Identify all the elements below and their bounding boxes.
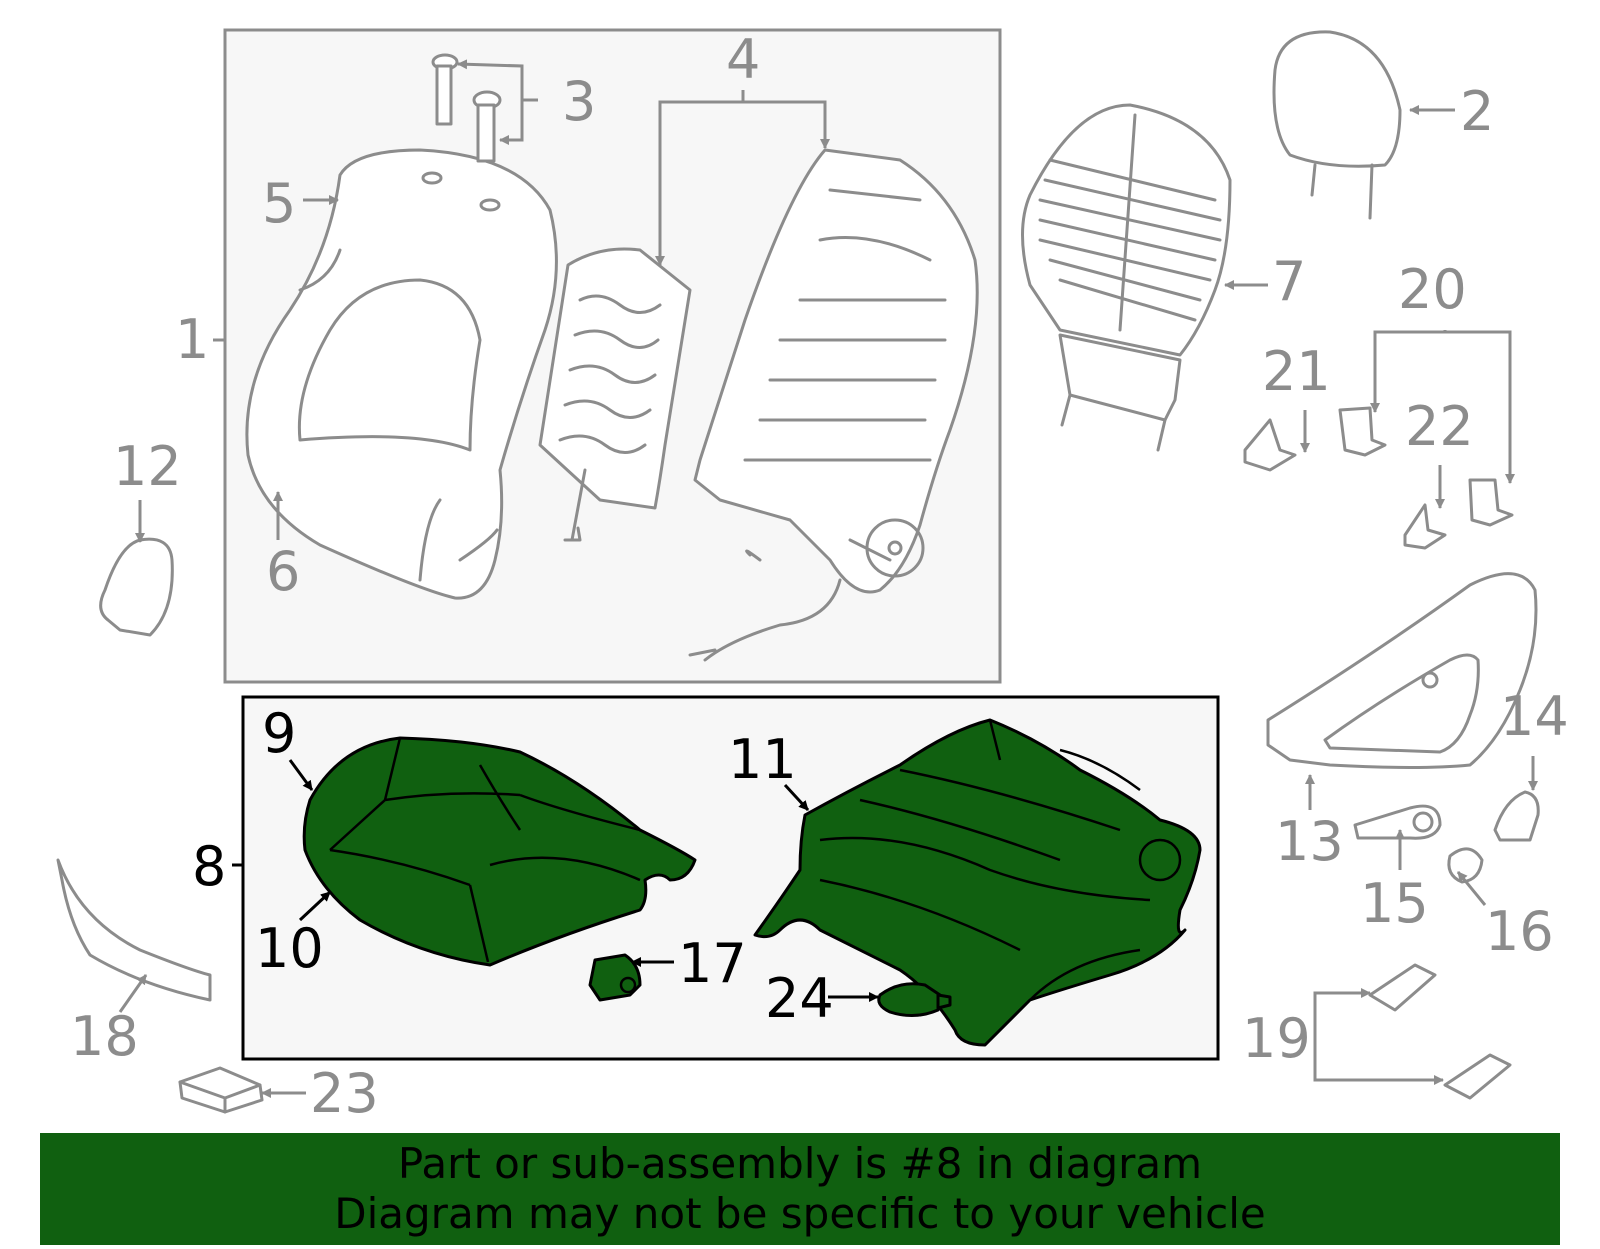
callout-12: 12: [113, 435, 182, 498]
recliner-cover: [1493, 790, 1540, 842]
leader-lines: [118, 59, 1538, 1098]
callout-8: 8: [192, 835, 226, 898]
callout-17: 17: [678, 932, 747, 995]
seat-frame-highlight: [753, 718, 1202, 1047]
front-trim-panel: [56, 858, 212, 1002]
seatback-cover: [245, 148, 558, 600]
retaining-clip: [1447, 847, 1484, 884]
callout-4: 4: [726, 28, 760, 91]
connectors: [1368, 963, 1512, 1100]
occupant-sensor-highlight: [588, 953, 642, 1002]
callout-24: 24: [765, 967, 834, 1030]
callout-9: 9: [262, 702, 296, 765]
callout-15: 15: [1360, 872, 1429, 935]
side-shield: [1266, 572, 1538, 769]
callout-19: 19: [1242, 1007, 1311, 1070]
callout-3: 3: [562, 70, 596, 133]
banner-line-2: Diagram may not be specific to your vehi…: [334, 1189, 1266, 1238]
seat-cushion-highlight: [302, 736, 697, 967]
headrest: [1272, 30, 1402, 220]
callout-5: 5: [262, 172, 296, 235]
callout-20: 20: [1398, 258, 1467, 321]
callout-2: 2: [1460, 80, 1494, 143]
callout-22: 22: [1405, 395, 1474, 458]
callout-23: 23: [310, 1062, 379, 1125]
callout-10: 10: [255, 917, 324, 980]
callout-16: 16: [1485, 900, 1554, 963]
clips: [1243, 406, 1514, 550]
callout-7: 7: [1272, 250, 1306, 313]
leader-lines-black: [232, 759, 879, 1002]
seatback-frame: [538, 148, 979, 662]
callout-13: 13: [1275, 810, 1344, 873]
callout-14: 14: [1500, 685, 1569, 748]
seatback-pad: [1021, 103, 1232, 452]
callout-6: 6: [266, 540, 300, 603]
callout-21: 21: [1262, 340, 1331, 403]
control-module: [178, 1066, 264, 1114]
callout-18: 18: [70, 1005, 139, 1068]
info-banner: Part or sub-assembly is #8 in diagram Di…: [40, 1133, 1560, 1245]
callout-11: 11: [728, 728, 797, 791]
weight-sensor-highlight: [877, 982, 952, 1017]
callout-1: 1: [175, 308, 209, 371]
banner-line-1: Part or sub-assembly is #8 in diagram: [397, 1139, 1203, 1188]
headrest-guide: [431, 53, 502, 163]
side-cover-bracket: [99, 537, 174, 637]
recliner-knob: [1353, 804, 1442, 840]
